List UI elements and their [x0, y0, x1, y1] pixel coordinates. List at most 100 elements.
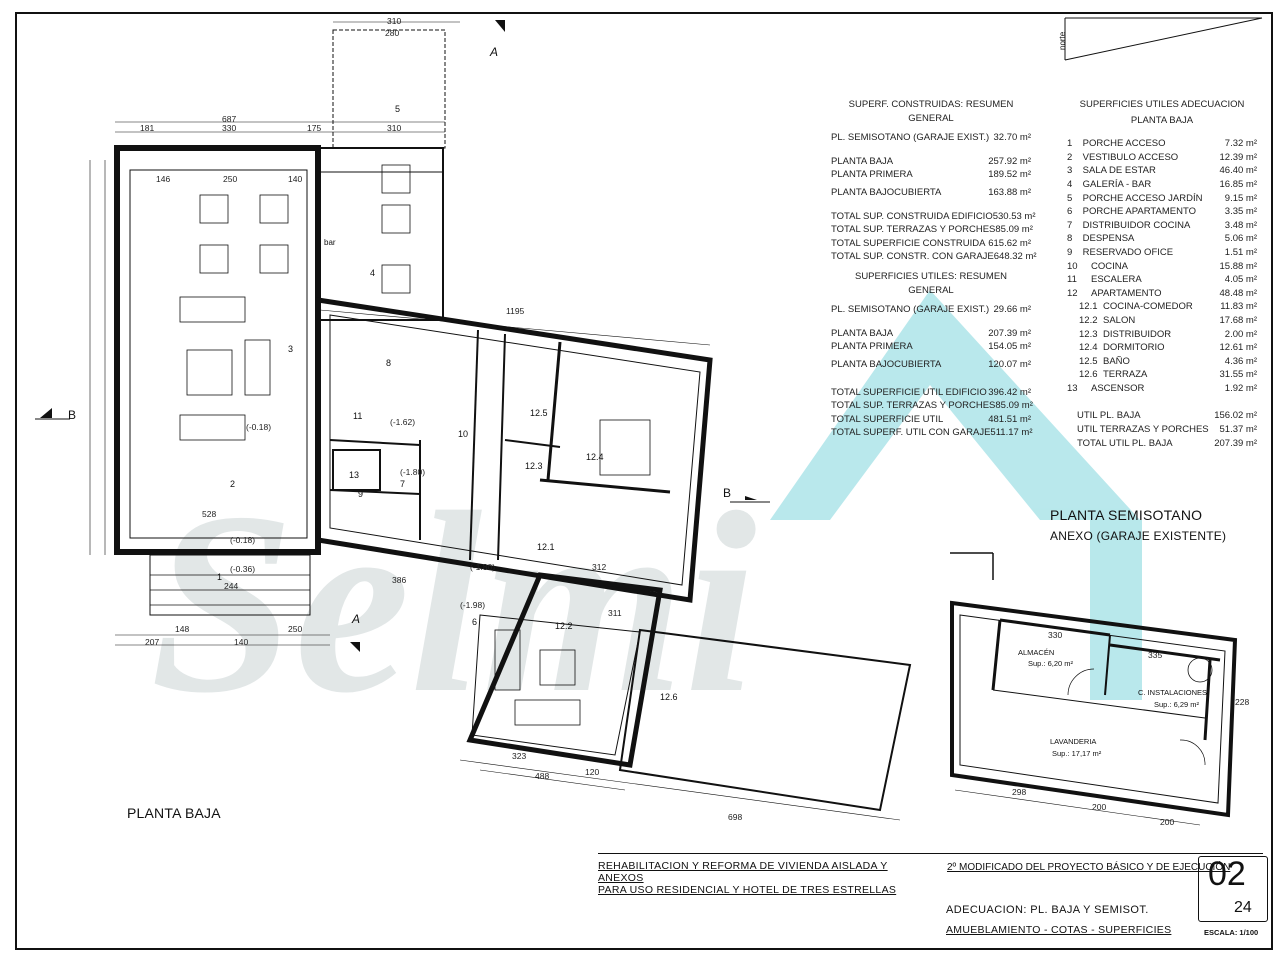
svg-text:200: 200 — [1092, 802, 1106, 812]
project-title-line-1: REHABILITACION Y REFORMA DE VIVIENDA AIS… — [598, 860, 888, 884]
north-arrow-icon — [1064, 17, 1263, 61]
section-b-label-right: B — [723, 486, 732, 500]
svg-text:687: 687 — [222, 114, 236, 124]
svg-text:330: 330 — [222, 123, 236, 133]
svg-text:12.2: 12.2 — [555, 621, 573, 631]
section-a-label-top: A — [490, 45, 499, 59]
svg-text:140: 140 — [234, 637, 248, 647]
svg-text:323: 323 — [512, 751, 526, 761]
svg-text:6: 6 — [472, 617, 477, 627]
basement-room-instalaciones: C. INSTALACIONES — [1138, 688, 1208, 697]
svg-text:298: 298 — [1012, 787, 1026, 797]
svg-text:(-0.18): (-0.18) — [246, 422, 271, 432]
svg-text:12.4: 12.4 — [586, 452, 604, 462]
svg-text:12.1: 12.1 — [537, 542, 555, 552]
built-area-summary-table: SUPERF. CONSTRUIDAS: RESUMEN GENERAL PL.… — [831, 98, 1037, 264]
svg-text:bar: bar — [324, 238, 336, 247]
svg-text:335: 335 — [1148, 650, 1162, 660]
svg-text:8: 8 — [386, 358, 391, 368]
svg-text:9: 9 — [358, 489, 363, 499]
basement-room-almacen-area: Sup.: 6,20 m² — [1028, 659, 1074, 668]
svg-text:146: 146 — [156, 174, 170, 184]
svg-text:698: 698 — [728, 812, 742, 822]
useful-summary-header: SUPERFICIES UTILES: RESUMEN GENERAL — [854, 271, 1008, 296]
svg-text:1195: 1195 — [506, 306, 525, 316]
svg-text:(-1.98): (-1.98) — [460, 600, 485, 610]
svg-text:528: 528 — [202, 509, 216, 519]
svg-text:(-1.62): (-1.62) — [390, 417, 415, 427]
section-a-label-bottom: A — [352, 612, 361, 626]
svg-text:148: 148 — [175, 624, 189, 634]
svg-text:(-1.80): (-1.80) — [400, 467, 425, 477]
svg-text:4: 4 — [370, 268, 375, 278]
svg-text:250: 250 — [223, 174, 237, 184]
table-row: PL. SEMISOTANO (GARAJE EXIST.)29.66 m² — [831, 304, 1031, 316]
svg-text:1: 1 — [217, 572, 222, 582]
sheet-title: ADECUACION: PL. BAJA Y SEMISOT. — [946, 904, 1149, 916]
svg-text:207: 207 — [145, 637, 159, 647]
ground-areas-header-2: PLANTA BAJA — [1130, 114, 1194, 126]
svg-text:10: 10 — [458, 429, 468, 439]
project-title: REHABILITACION Y REFORMA DE VIVIENDA AIS… — [598, 860, 934, 896]
svg-text:Selmi: Selmi — [150, 459, 758, 747]
basement-title: PLANTA SEMISOTANO — [1050, 507, 1203, 523]
dimension-labels: 310 280 687 181 330 175 310 146 250 140 … — [140, 16, 1249, 827]
built-summary-header: SUPERF. CONSTRUIDAS: RESUMEN GENERAL — [848, 99, 1014, 124]
table-row: PL. SEMISOTANO (GARAJE EXIST.)32.70 m² — [831, 132, 1031, 144]
svg-text:3: 3 — [288, 344, 293, 354]
drawing-scale: ESCALA: 1/100 — [1204, 928, 1259, 937]
svg-text:12.5: 12.5 — [530, 408, 548, 418]
basement-walls — [950, 552, 1238, 826]
svg-text:5: 5 — [395, 104, 400, 114]
svg-text:200: 200 — [1160, 817, 1174, 827]
svg-text:(-0.18): (-0.18) — [230, 535, 255, 545]
basement-room-lavanderia: LAVANDERIA — [1050, 737, 1097, 746]
title-block-rule — [598, 853, 1263, 854]
drawing-frame — [15, 12, 1273, 950]
svg-text:(-1.80): (-1.80) — [470, 562, 495, 572]
svg-text:280: 280 — [385, 28, 399, 38]
svg-text:12.6: 12.6 — [660, 692, 678, 702]
basement-subtitle: ANEXO (GARAJE EXISTENTE) — [1050, 529, 1227, 543]
svg-text:488: 488 — [535, 771, 549, 781]
svg-text:12.3: 12.3 — [525, 461, 543, 471]
svg-text:310: 310 — [387, 16, 401, 26]
section-b-label-left: B — [68, 408, 77, 422]
room-numbers: 5 4 3 2 1 10 8 11 13 7 9 6 12.5 12.4 12.… — [217, 104, 678, 702]
svg-text:244: 244 — [224, 581, 238, 591]
ground-areas-header-1: SUPERFICIES UTILES ADECUACION — [1079, 99, 1245, 110]
ground-floor-areas-table: SUPERFICIES UTILES ADECUACION PLANTA BAJ… — [1067, 98, 1257, 450]
svg-text:310: 310 — [387, 123, 401, 133]
svg-text:312: 312 — [592, 562, 606, 572]
svg-text:311: 311 — [608, 608, 622, 618]
dining-tables — [179, 164, 651, 726]
svg-text:140: 140 — [288, 174, 302, 184]
